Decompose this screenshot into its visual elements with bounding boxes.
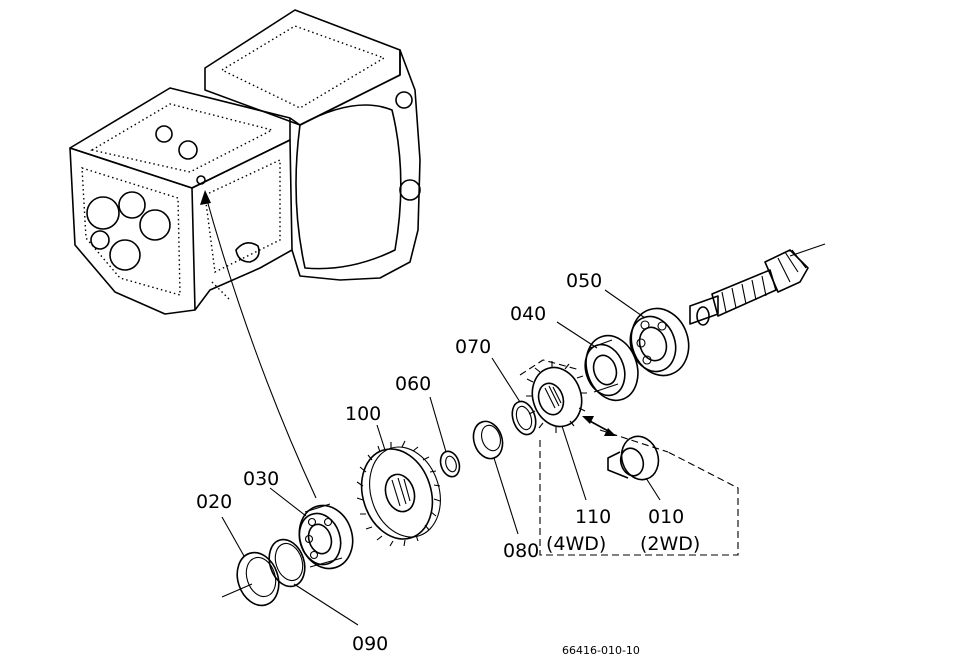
transmission-case xyxy=(69,9,421,315)
ring-060 xyxy=(439,450,461,478)
gear-100 xyxy=(356,440,441,547)
collar-020 xyxy=(236,551,280,607)
label-060: 060 xyxy=(395,373,431,395)
drawing-reference: 66416-010-10 xyxy=(562,644,640,657)
label-110-note: (4WD) xyxy=(546,533,606,555)
bearing-040 xyxy=(584,334,639,402)
label-010-note: (2WD) xyxy=(640,533,700,555)
gear-110 xyxy=(526,361,587,433)
leader-lines xyxy=(221,289,661,626)
label-010: 010 xyxy=(648,506,684,528)
collar-080 xyxy=(472,420,504,460)
label-040: 040 xyxy=(510,303,546,325)
label-030: 030 xyxy=(243,468,279,490)
mounting-arrow xyxy=(204,192,317,499)
label-110: 110 xyxy=(575,506,611,528)
option-bracket xyxy=(519,359,739,556)
collar-010 xyxy=(607,435,660,481)
ball-bearing-030 xyxy=(298,503,354,570)
label-020: 020 xyxy=(196,491,232,513)
label-050: 050 xyxy=(566,270,602,292)
shim-090 xyxy=(268,538,306,588)
label-080: 080 xyxy=(503,540,539,562)
snap-ring-070 xyxy=(511,400,537,436)
ball-bearing-050 xyxy=(629,307,690,377)
arrow-head-icon xyxy=(200,190,211,205)
bevel-pinion-shaft xyxy=(689,249,809,326)
axis-line-right xyxy=(789,243,826,257)
axis-line-left xyxy=(221,583,253,598)
label-090: 090 xyxy=(352,633,388,655)
label-070: 070 xyxy=(455,336,491,358)
label-100: 100 xyxy=(345,403,381,425)
